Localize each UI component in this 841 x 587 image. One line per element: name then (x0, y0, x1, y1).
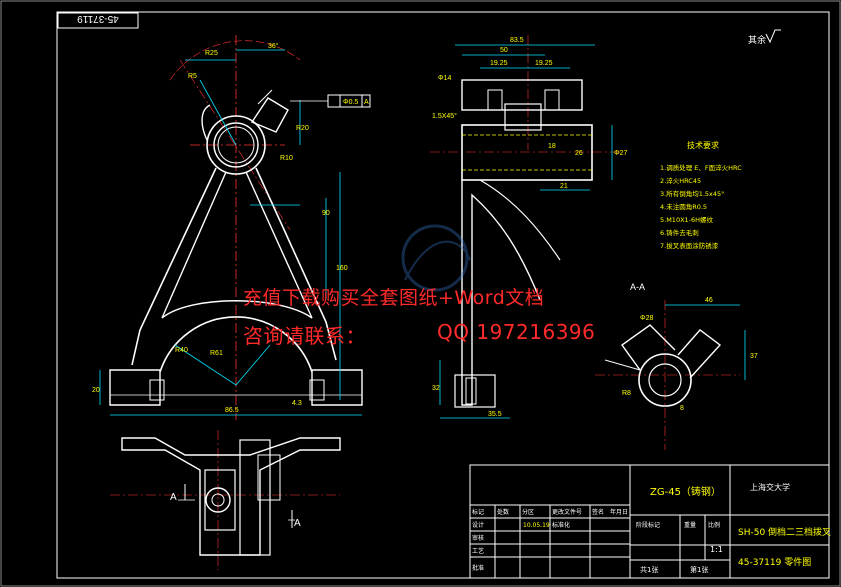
dim-label: 35.5 (488, 411, 502, 418)
dim-label: 86.5 (225, 407, 239, 414)
dim-label: Φ27 (614, 150, 627, 157)
dim-label: R8 (622, 390, 631, 397)
section-aa: A-A (595, 282, 746, 450)
tech-line: 3.所有倒角均1.5x45° (660, 189, 724, 198)
section-aa-dims: 46 Φ28 37 R8 8 (622, 297, 758, 412)
tech-line: 1.调质处理 E、F面淬火HRC (660, 163, 742, 172)
dim-label: 20 (92, 387, 100, 394)
role-label: 批准 (472, 564, 484, 572)
roughness-symbol-icon (765, 29, 781, 44)
dim-label: R10 (280, 155, 293, 162)
dim-label: R5 (188, 73, 197, 80)
title-block (469, 464, 830, 579)
dim-label: Φ14 (438, 75, 451, 82)
row-label: 年月日 (610, 508, 628, 516)
dim-label: R40 (175, 347, 188, 354)
gtol-value: Φ0.5 (343, 99, 358, 106)
role-label: 工艺 (472, 547, 484, 555)
tech-line: 2.淬火HRC45 (660, 176, 701, 185)
front-view-dims: R25 R5 36° R10 R20 R40 R61 90 160 86.5 2… (92, 42, 369, 414)
dim-label: 50 (500, 47, 508, 54)
side-view-dims: 83.5 50 Φ14 19.25 19.25 26 1.5X45° 18 21… (432, 37, 627, 418)
tech-line: 7.拔叉表面涂防锈漆 (660, 241, 719, 250)
dim-label: 4.3 (292, 400, 302, 407)
dim-label: 18 (548, 143, 556, 150)
watermark-logo (401, 224, 471, 292)
dim-label: 36° (268, 42, 279, 50)
side-view (430, 35, 620, 419)
dim-label: Φ28 (640, 315, 653, 322)
dim-label: 26 (575, 150, 583, 157)
top-view (110, 430, 341, 570)
roughness-note: 其余 (748, 29, 781, 45)
dim-label: R20 (296, 125, 309, 132)
roughness-note-text: 其余 (748, 34, 766, 45)
row-label: 更改文件号 (552, 508, 582, 516)
title-block-text: 上海交大学 ZG-45（铸钢） SH-50 倒档二三档拨叉 45-37119 零… (472, 482, 831, 574)
dim-label: 8 (680, 405, 684, 412)
dim-label: 21 (560, 183, 568, 190)
dim-label: 37 (750, 353, 758, 360)
watermark-qq: QQ 197216396 (437, 320, 596, 344)
dim-label: 19.25 (490, 60, 508, 67)
tech-line: 4.未注圆角R0.5 (660, 202, 707, 211)
role-label: 审核 (472, 534, 484, 542)
col-label: 比例 (708, 521, 720, 529)
view-arrow-label: A (170, 492, 177, 503)
corner-code: 45-37119 (77, 13, 119, 24)
dim-label: 160 (336, 265, 348, 272)
sheet-total: 共1张 (640, 565, 658, 574)
tech-title: 技术要求 (687, 140, 719, 150)
role-label: 标准化 (552, 521, 570, 529)
university: 上海交大学 (750, 482, 790, 492)
dim-label: 83.5 (510, 37, 524, 44)
front-view (99, 35, 371, 420)
scale: 1:1 (710, 545, 723, 554)
logo-circle-icon (401, 224, 469, 292)
drawing-number: 45-37119 零件图 (738, 556, 811, 568)
tech-requirements: 技术要求 1.调质处理 E、F面淬火HRC 2.淬火HRC45 3.所有倒角均1… (660, 140, 742, 250)
part-name: SH-50 倒档二三档拨叉 (738, 526, 831, 538)
role-label: 设计 (472, 521, 484, 529)
tech-line: 6.铸件去毛刺 (660, 228, 699, 237)
dim-label: 90 (322, 210, 330, 217)
inner-frame (56, 11, 830, 579)
tech-line: 5.M10X1-6H螺纹 (660, 215, 714, 224)
row-label: 签名 (592, 508, 604, 516)
watermark-line-1: 充值下载购买全套图纸+Word文档 (243, 287, 545, 309)
dim-label: R61 (210, 350, 223, 357)
section-label: A-A (630, 282, 645, 292)
gtol-datum: A (364, 99, 369, 106)
date: 10.05.19 (523, 522, 550, 529)
col-label: 阶段标记 (636, 521, 660, 529)
dim-label: R25 (205, 50, 218, 57)
row-label: 标记 (472, 508, 484, 516)
dim-label: 46 (705, 297, 713, 304)
view-arrow-label: A (294, 518, 301, 529)
dim-label: 1.5X45° (432, 112, 457, 120)
sheet-number: 第1张 (690, 565, 708, 574)
dim-label: 19.25 (535, 60, 553, 67)
dim-label: 32 (432, 385, 440, 392)
corner-code-box: 45-37119 (57, 12, 139, 29)
row-label: 分区 (522, 508, 534, 516)
material: ZG-45（铸钢） (650, 485, 721, 498)
col-label: 重量 (684, 521, 696, 529)
watermark-line-2: 咨询请联系： (243, 324, 366, 348)
row-label: 处数 (497, 508, 509, 516)
